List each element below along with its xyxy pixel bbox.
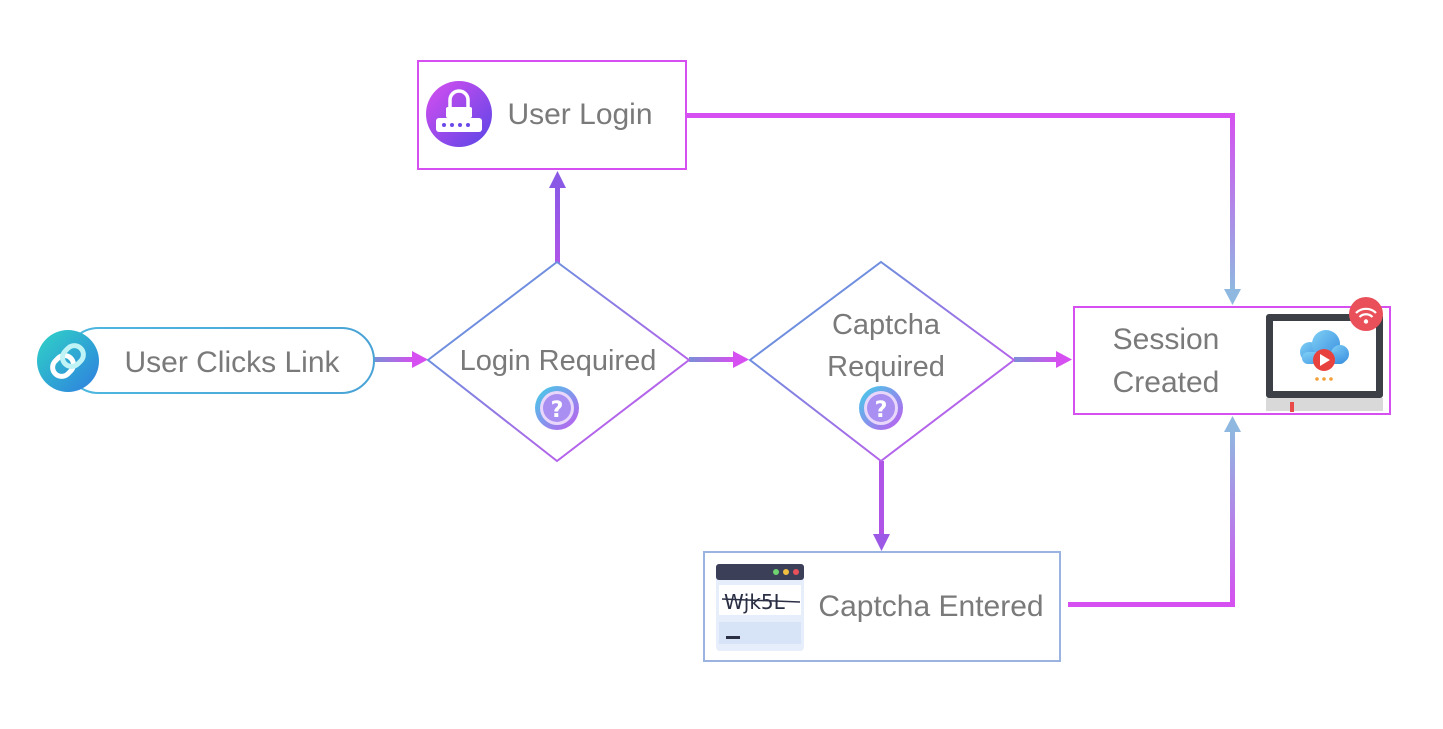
question-icon: ? bbox=[535, 386, 579, 430]
svg-text:?: ? bbox=[875, 398, 888, 423]
captcha-text: Wjk5L bbox=[724, 590, 786, 614]
link-icon bbox=[37, 330, 99, 392]
svg-text:?: ? bbox=[551, 398, 564, 423]
cloud-monitor-icon bbox=[1266, 297, 1383, 412]
lock-password-icon bbox=[426, 81, 492, 147]
node-label: User Clicks Link bbox=[124, 346, 340, 379]
node-login-required[interactable]: Login Required ? bbox=[426, 260, 691, 463]
node-label-line-2: Created bbox=[1113, 366, 1220, 399]
node-captcha-required[interactable]: Captcha Required ? bbox=[748, 260, 1016, 463]
captcha-window-icon: Wjk5L bbox=[716, 564, 804, 651]
node-session-created[interactable]: Session Created bbox=[1073, 297, 1391, 415]
connector-login-required-to-user-login bbox=[549, 171, 566, 263]
connector-captcha-entered-to-session-created bbox=[1068, 416, 1241, 607]
connector-captcha-required-to-session-created bbox=[1014, 351, 1072, 368]
node-label-line-2: Required bbox=[827, 351, 945, 383]
node-label: Captcha Entered bbox=[818, 590, 1043, 623]
question-icon: ? bbox=[859, 386, 903, 430]
connector-login-required-to-captcha-required bbox=[689, 351, 749, 368]
node-label-line-1: Captcha bbox=[832, 309, 941, 341]
connector-user-login-to-session-created bbox=[686, 113, 1241, 305]
node-captcha-entered[interactable]: Wjk5L Captcha Entered bbox=[703, 551, 1061, 662]
node-label: Login Required bbox=[460, 345, 657, 377]
node-user-clicks-link[interactable]: User Clicks Link bbox=[37, 327, 375, 394]
node-label: User Login bbox=[507, 98, 652, 131]
node-label-line-1: Session bbox=[1113, 323, 1220, 356]
node-user-login[interactable]: User Login bbox=[417, 60, 687, 170]
connector-start-to-login-required bbox=[374, 351, 428, 368]
connector-captcha-required-to-captcha-entered bbox=[873, 461, 890, 551]
